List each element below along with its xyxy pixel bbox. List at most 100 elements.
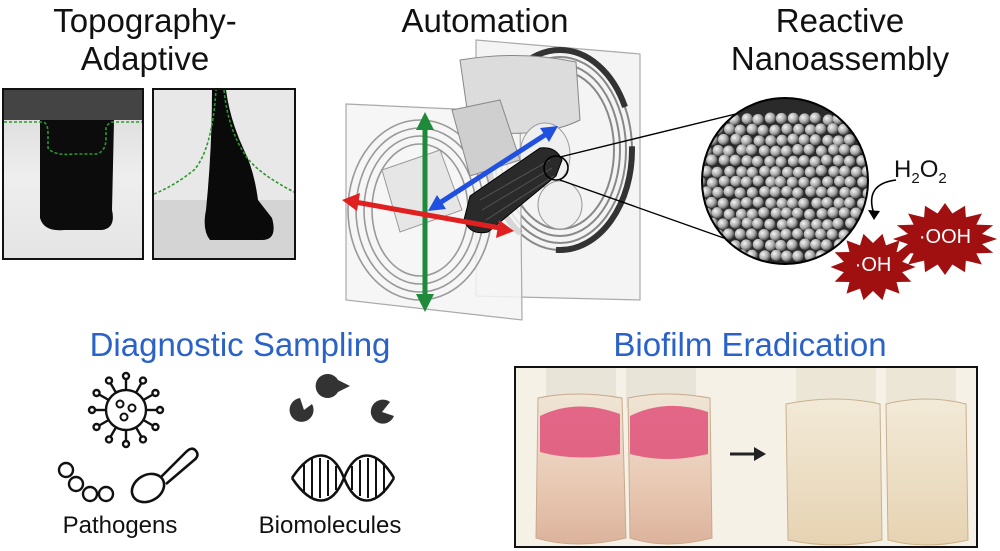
nanoparticle — [838, 207, 851, 219]
nanoparticle — [735, 208, 748, 220]
nanoparticle — [746, 166, 759, 179]
nanoparticle — [753, 135, 765, 147]
nanoparticle — [845, 217, 857, 229]
nanoparticle — [769, 124, 781, 136]
nanoparticle — [803, 228, 815, 240]
nanoparticle — [770, 207, 782, 219]
nanoparticle — [857, 176, 868, 188]
biofilm-stain-right — [630, 405, 708, 459]
reactive-heading-line1: Reactive — [775, 2, 905, 39]
nanoparticle — [787, 133, 799, 145]
nanoparticle — [809, 134, 822, 146]
nanoparticle — [786, 197, 799, 209]
nanoparticle — [759, 186, 771, 198]
nanoparticle — [746, 208, 758, 220]
nanoparticle — [741, 217, 753, 229]
nanoparticle — [799, 113, 811, 125]
nanoparticle — [734, 228, 746, 240]
nanoparticle — [723, 208, 735, 220]
nanoparticle — [724, 165, 736, 178]
nanoparticle — [723, 145, 735, 157]
nanoparticle — [792, 166, 805, 179]
nanoparticle — [752, 218, 764, 230]
nanoparticle — [706, 112, 718, 125]
nanoparticle — [757, 124, 769, 136]
nanoparticle — [774, 176, 787, 188]
nanoparticle — [759, 165, 771, 177]
nanoparticle — [815, 123, 827, 135]
nanoparticle — [758, 145, 771, 157]
nanoparticle — [862, 187, 868, 199]
topography-contour-left — [4, 121, 142, 156]
nanoparticle — [826, 228, 838, 240]
nanoparticle — [752, 113, 764, 126]
nanoparticle — [798, 176, 810, 189]
oh-radical-burst — [830, 233, 916, 301]
nanoparticle — [718, 175, 730, 187]
nanoparticle — [718, 154, 730, 166]
nanoparticle — [780, 228, 792, 240]
nanoparticle — [764, 218, 776, 230]
nanoparticle — [832, 155, 844, 167]
biofilm-stain-left — [540, 406, 620, 458]
nanoparticle — [717, 197, 729, 210]
nanoparticle — [776, 219, 789, 231]
diagnostic-sampling-heading: Diagnostic Sampling — [89, 326, 391, 363]
nanoparticle — [711, 166, 723, 178]
nanoparticle — [765, 176, 777, 188]
nanoparticle — [816, 208, 828, 220]
nanoparticle — [839, 165, 851, 177]
nanoparticle — [828, 166, 840, 178]
nanoparticle — [849, 187, 862, 199]
nanoparticle — [827, 123, 839, 135]
nanoparticle — [712, 249, 725, 261]
nanoparticle — [775, 239, 787, 252]
nanoparticle — [746, 187, 759, 199]
nanoparticle — [734, 187, 746, 199]
nanoparticle — [856, 113, 868, 125]
nanoparticle — [798, 134, 810, 146]
nanoparticle-sem-circle — [701, 97, 869, 265]
nanoparticle — [810, 238, 822, 251]
nanoparticle — [815, 165, 827, 177]
nanoparticle — [844, 176, 856, 188]
nanoparticle — [752, 238, 764, 251]
nanoparticle — [786, 239, 798, 251]
nanoparticle — [787, 155, 800, 167]
nanoparticle — [809, 112, 821, 124]
nanoparticle — [821, 197, 833, 209]
nanoparticle — [776, 134, 788, 146]
biofilm-photo — [514, 366, 978, 548]
biomolecules-label: Biomolecules — [258, 512, 402, 539]
nanoparticle — [746, 123, 758, 135]
nanoparticle — [792, 228, 804, 240]
nanoparticle — [706, 196, 718, 209]
nanoparticle — [832, 218, 844, 230]
nanoparticle — [803, 143, 815, 156]
nanoparticle — [730, 198, 742, 210]
nanoparticle — [850, 166, 863, 178]
nanoparticle — [786, 176, 798, 188]
nanoparticle — [844, 197, 856, 209]
nanoparticle — [787, 112, 799, 124]
topography-heading-line1: Topography- — [53, 2, 237, 39]
nanoparticle — [820, 239, 833, 251]
nanoparticle — [781, 250, 793, 262]
nanoparticle — [707, 238, 719, 251]
nanoparticle — [722, 228, 735, 240]
nanoparticle — [793, 123, 805, 135]
h2o2-label: H2O2 — [894, 156, 947, 187]
nanoparticle — [822, 134, 834, 147]
nanoparticle — [759, 250, 771, 262]
nanoparticle — [752, 175, 764, 187]
ooh-radical-label: ·OOH — [918, 226, 972, 248]
nanoparticle — [758, 228, 770, 241]
nanoparticle — [849, 144, 862, 157]
nanoparticle — [827, 186, 839, 198]
nanoparticle — [775, 156, 787, 168]
nanoparticle — [799, 238, 811, 250]
nanoparticle — [792, 250, 804, 262]
nanoparticle — [839, 186, 851, 199]
nanoparticle — [843, 134, 856, 146]
